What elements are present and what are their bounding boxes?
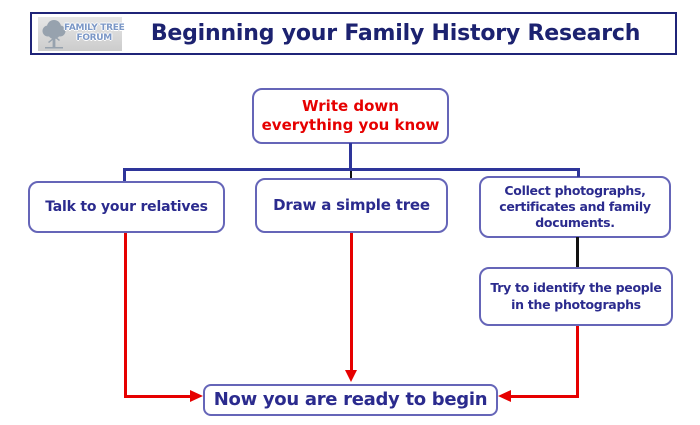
connector-identify-to-ready-vertical bbox=[576, 326, 579, 397]
connector-talk-to-ready-horizontal bbox=[124, 395, 191, 398]
logo-text: FAMILY TREE FORUM bbox=[64, 22, 125, 44]
connector-branch-bar bbox=[123, 168, 580, 171]
connector-identify-to-ready-horizontal bbox=[511, 395, 579, 398]
node-write-down: Write down everything you know bbox=[252, 88, 449, 144]
page-title: Beginning your Family History Research bbox=[150, 21, 641, 46]
node-talk-to-relatives: Talk to your relatives bbox=[28, 181, 225, 233]
connector-stub-collect bbox=[577, 170, 580, 177]
node-collect-photographs: Collect photographs, certificates and fa… bbox=[479, 176, 671, 238]
tree-icon bbox=[42, 19, 66, 48]
logo-line2: FORUM bbox=[76, 32, 112, 43]
node-identify-people: Try to identify the people in the photog… bbox=[479, 267, 673, 326]
arrowhead-right-icon bbox=[190, 390, 203, 402]
node-ready-to-begin: Now you are ready to begin bbox=[203, 384, 498, 416]
logo-line1: FAMILY TREE bbox=[64, 22, 125, 33]
connector-draw-to-ready bbox=[350, 233, 353, 371]
connector-collect-to-identify bbox=[576, 237, 579, 267]
header-banner: FAMILY TREE FORUM Beginning your Family … bbox=[30, 12, 677, 55]
node-draw-simple-tree: Draw a simple tree bbox=[255, 178, 448, 233]
connector-stub-draw bbox=[350, 171, 352, 178]
connector-stub-talk bbox=[123, 170, 126, 181]
family-tree-forum-logo: FAMILY TREE FORUM bbox=[38, 16, 125, 51]
connector-talk-to-ready-vertical bbox=[124, 233, 127, 397]
arrowhead-down-icon bbox=[345, 370, 357, 382]
connector-start-down bbox=[349, 143, 352, 170]
arrowhead-left-icon bbox=[498, 390, 511, 402]
